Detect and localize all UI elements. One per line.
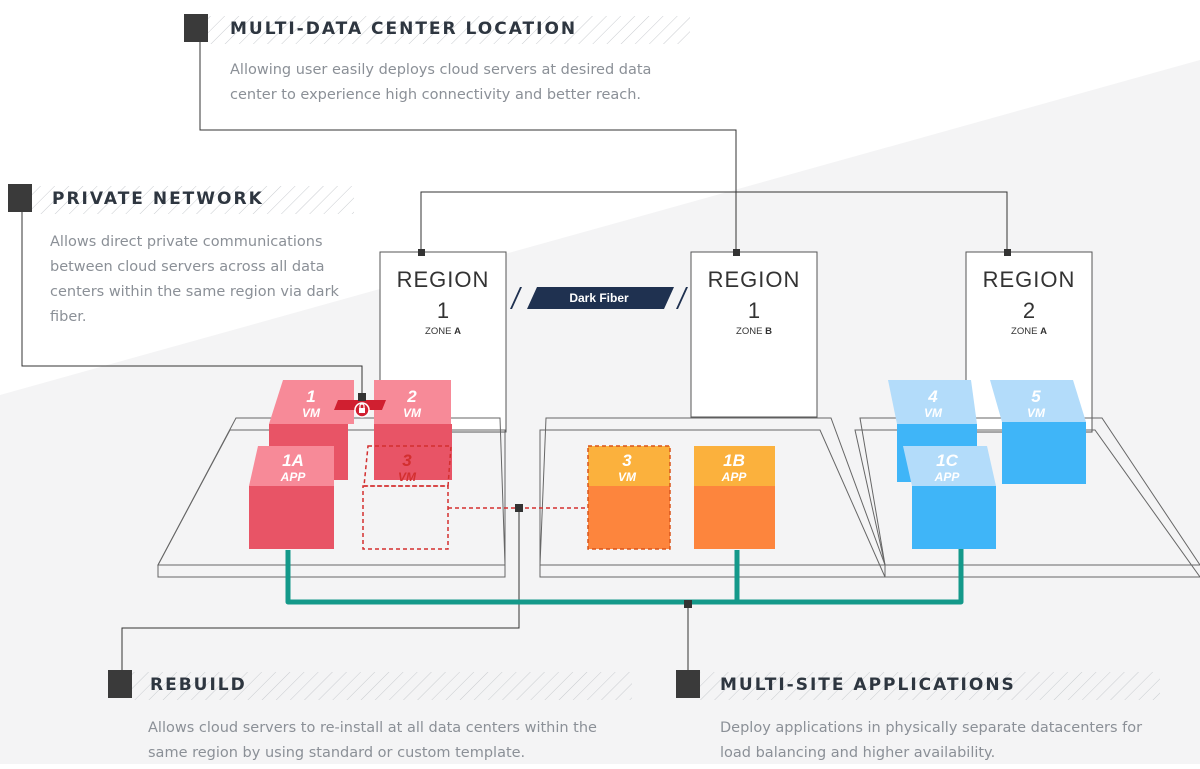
private-link-lock [334,393,386,418]
zone-label: ZONE A [1011,326,1047,337]
hatch-strip [208,16,690,44]
svg-text:APP: APP [721,470,748,484]
svg-text:1B: 1B [723,451,745,470]
connector-multi-dc [199,42,737,252]
region-number: 1 [437,298,449,323]
heading-private-network: PRIVATE NETWORK [52,189,264,209]
desc-multi-data-center: Allowing user easily deploys cloud serve… [230,62,652,103]
heading-marker [676,670,700,698]
svg-text:APP: APP [934,470,961,484]
svg-text:1: 1 [306,387,315,406]
svg-text:APP: APP [280,470,307,484]
server-vm2: 2 VM [374,380,452,480]
desc-rebuild: Allows cloud servers to re-install at al… [148,720,597,761]
hatch-strip [132,672,632,700]
region-number: 1 [748,298,760,323]
svg-text:5: 5 [1031,387,1041,406]
connector-regions [420,191,1008,252]
connector-rebuild [121,508,520,670]
region-number: 2 [1023,298,1035,323]
network-bus [285,548,964,605]
svg-text:3: 3 [622,451,632,470]
svg-text:4: 4 [927,387,938,406]
svg-text:Dark Fiber: Dark Fiber [569,291,629,305]
heading-marker [108,670,132,698]
server-app1b: 1B APP [694,446,775,549]
heading-marker [184,14,208,42]
zone-label: ZONE A [425,326,461,337]
svg-text:1A: 1A [282,451,304,470]
server-app1a: 1A APP [249,446,334,549]
background-band [0,60,1200,764]
server-vm5: 5 VM [990,380,1086,484]
svg-text:VM: VM [924,406,943,420]
dark-fiber-badge: Dark Fiber [510,287,688,309]
server-vm3-placeholder: 3 VM [362,445,452,550]
connector-private-network [21,212,363,398]
svg-text:2: 2 [406,387,417,406]
heading-multi-data-center: MULTI-DATA CENTER LOCATION [230,19,578,39]
region-label: REGION [708,267,801,292]
desc-private-network: Allows direct private communications bet… [50,234,339,325]
server-vm3: 3 VM [587,445,671,550]
zone-label: ZONE B [736,326,772,337]
heading-multi-site: MULTI-SITE APPLICATIONS [720,675,1016,695]
svg-text:VM: VM [302,406,321,420]
region-label: REGION [397,267,490,292]
region-box-1b [690,251,818,418]
svg-text:VM: VM [618,470,637,484]
svg-text:1C: 1C [936,451,958,470]
hatch-strip [700,672,1160,700]
svg-text:3: 3 [402,451,412,470]
hatch-strip [32,186,354,214]
svg-text:VM: VM [403,406,422,420]
region-label: REGION [983,267,1076,292]
svg-text:VM: VM [398,470,417,484]
heading-rebuild: REBUILD [150,675,247,695]
desc-multi-site: Deploy applications in physically separa… [720,720,1143,761]
server-app1c: 1C APP [903,446,996,549]
heading-marker [8,184,32,212]
svg-text:VM: VM [1027,406,1046,420]
